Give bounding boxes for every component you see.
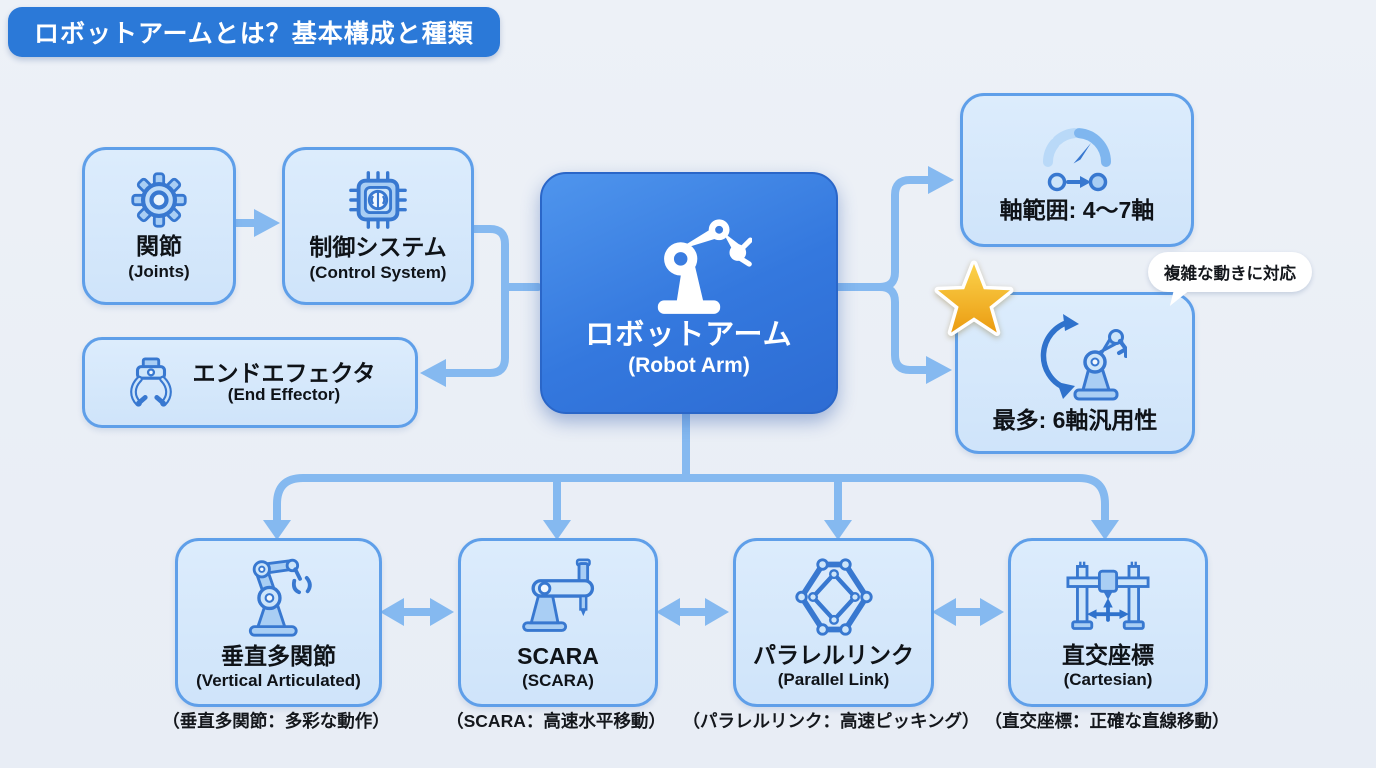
articulated-robot-icon [248, 558, 312, 637]
axis-range-label: 軸範囲: 4〜7軸 [999, 197, 1155, 224]
scara-sublabel: (SCARA) [522, 671, 594, 691]
scara-caption: （SCARA：高速水平移動） [446, 711, 666, 731]
parallel-link-box: パラレルリンク (Parallel Link) [733, 538, 934, 707]
robot-arm-sublabel: (Robot Arm) [628, 354, 750, 378]
control-system-label: 制御システム [309, 234, 447, 261]
gauge-icon [1043, 128, 1111, 192]
parallel-link-icon [794, 558, 873, 636]
parallel-link-label: パラレルリンク [753, 641, 914, 668]
scara-label: SCARA [517, 642, 599, 669]
rotating-arm-icon [1040, 314, 1127, 401]
cartesian-label: 直交座標 [1062, 641, 1154, 668]
vertical-articulated-label: 垂直多関節 [221, 642, 336, 669]
parallel-link-caption: （パラレルリンク：高速ピッキング） [682, 711, 980, 731]
robot-arm-label: ロボットアーム [585, 318, 793, 351]
page-title-text: ロボットアームとは？基本構成と種類 [34, 20, 474, 48]
control-system-sublabel: (Control System) [309, 262, 447, 282]
robot-arm-center-box: ロボットアーム (Robot Arm) [540, 172, 838, 414]
end-effector-label: エンドエフェクタ [192, 359, 376, 386]
cartesian-caption: （直交座標：正確な直線移動） [984, 711, 1230, 731]
cartesian-box: 直交座標 (Cartesian) [1008, 538, 1208, 707]
chip-icon [349, 171, 407, 230]
callout-bubble: 複雑な動きに対応 [1148, 252, 1312, 306]
joints-box: 関節 (Joints) [82, 147, 236, 305]
vertical-articulated-sublabel: (Vertical Articulated) [196, 671, 361, 691]
end-effector-sublabel: (End Effector) [227, 385, 341, 405]
star-icon [934, 260, 1014, 336]
gripper-icon [130, 356, 173, 407]
scara-robot-icon [522, 558, 595, 632]
joints-label: 関節 [136, 233, 182, 260]
page-title: ロボットアームとは？基本構成と種類 [8, 7, 500, 57]
cartesian-robot-icon [1066, 561, 1150, 630]
axis-range-box: 軸範囲: 4〜7軸 [960, 93, 1194, 247]
end-effector-box: エンドエフェクタ (End Effector) [82, 337, 418, 428]
parallel-link-sublabel: (Parallel Link) [777, 670, 890, 690]
max-axes-label: 最多: 6軸汎用性 [992, 407, 1158, 434]
cartesian-sublabel: (Cartesian) [1063, 670, 1153, 690]
callout-text: 複雑な動きに対応 [1164, 265, 1296, 283]
control-system-box: 制御システム (Control System) [282, 147, 474, 305]
scara-box: SCARA (SCARA) [458, 538, 658, 707]
gear-icon [131, 172, 187, 229]
joints-sublabel: (Joints) [128, 261, 190, 281]
vertical-articulated-caption: （垂直多関節：多彩な動作） [162, 711, 390, 731]
vertical-articulated-box: 垂直多関節 (Vertical Articulated) [175, 538, 382, 707]
robot-arm-icon [657, 219, 752, 314]
